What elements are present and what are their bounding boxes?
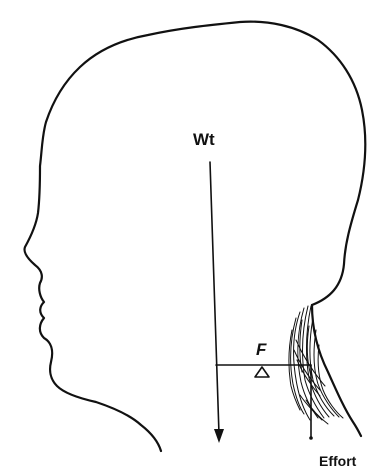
- effort-label: Effort: [319, 453, 357, 469]
- weight-vector-line: [210, 162, 219, 434]
- weight-label: Wt: [193, 130, 215, 149]
- weight-vector-arrowhead: [214, 429, 224, 443]
- fulcrum-label: F: [256, 340, 267, 359]
- head-profile-outline: [24, 22, 365, 451]
- effort-point-dot: [309, 436, 313, 440]
- fulcrum-triangle-icon: [255, 367, 269, 377]
